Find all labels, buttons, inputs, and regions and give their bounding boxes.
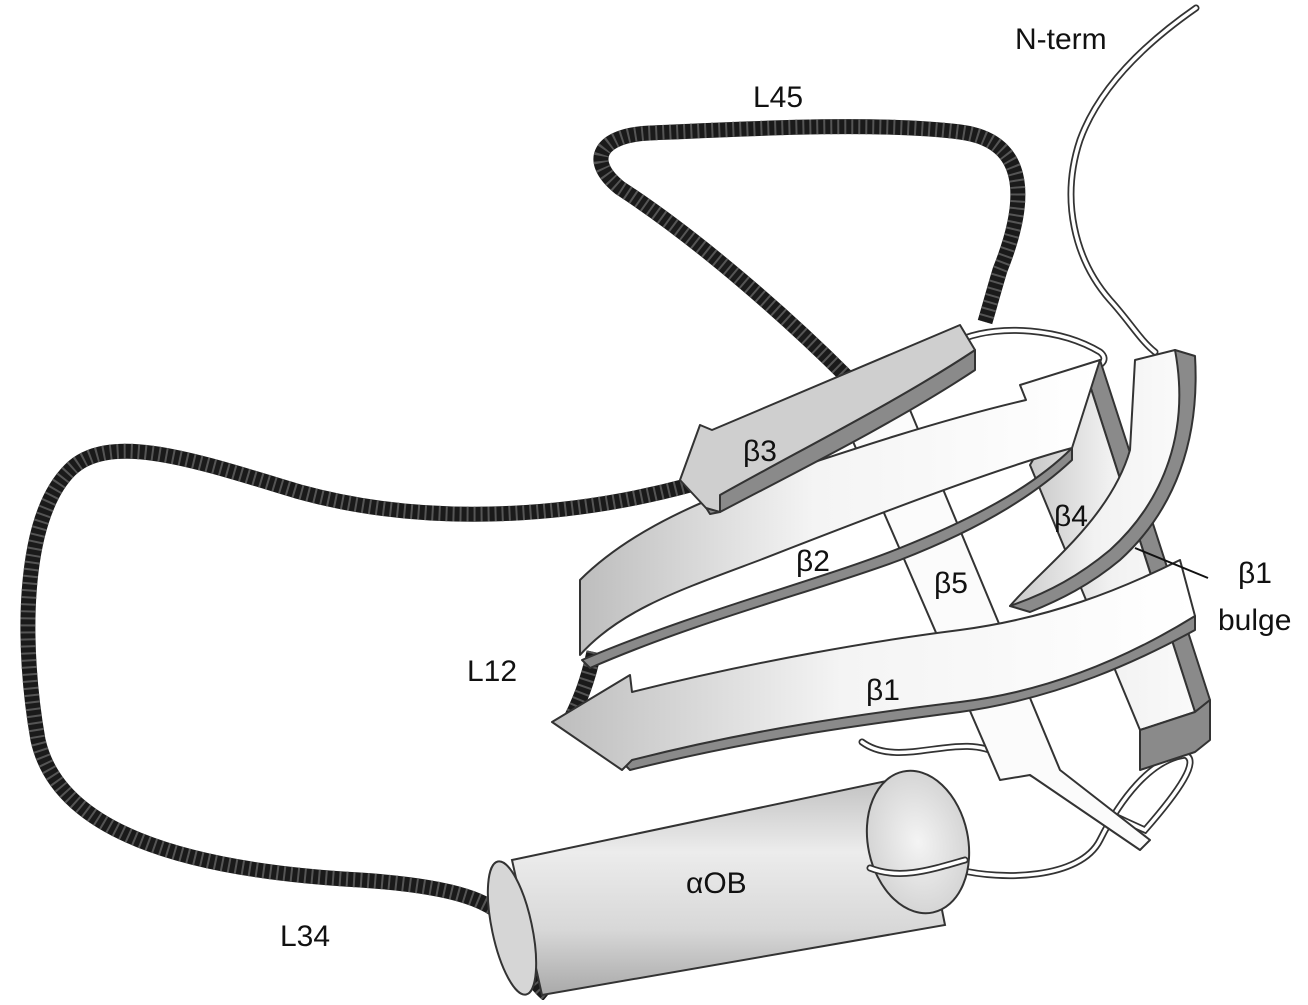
label-beta4: β4 <box>1054 500 1088 533</box>
label-n-term: N-term <box>1015 23 1107 56</box>
label-beta1: β1 <box>866 674 900 707</box>
label-beta1-bulge-line2: bulge <box>1218 604 1291 637</box>
helix-alpha-ob <box>486 769 971 997</box>
label-beta5: β5 <box>934 567 968 600</box>
strand-beta1 <box>551 559 1196 771</box>
label-beta3: β3 <box>743 435 777 468</box>
label-l45: L45 <box>753 81 803 114</box>
loop-l34 <box>20 443 692 1001</box>
beta1-bulge-pointer <box>1134 547 1209 579</box>
label-beta2: β2 <box>796 545 830 578</box>
strand-beta2 <box>579 359 1101 669</box>
loop-l45 <box>593 119 1026 384</box>
coil-top-connection <box>961 326 1108 374</box>
strand-beta1-bulge <box>1009 349 1197 613</box>
label-l34: L34 <box>280 920 330 953</box>
label-beta1-bulge-line1: β1 <box>1238 557 1272 590</box>
label-alpha-ob: αOB <box>686 867 747 900</box>
label-l12: L12 <box>467 655 517 688</box>
coil-n-term <box>1067 4 1200 356</box>
strand-beta3 <box>679 324 976 515</box>
